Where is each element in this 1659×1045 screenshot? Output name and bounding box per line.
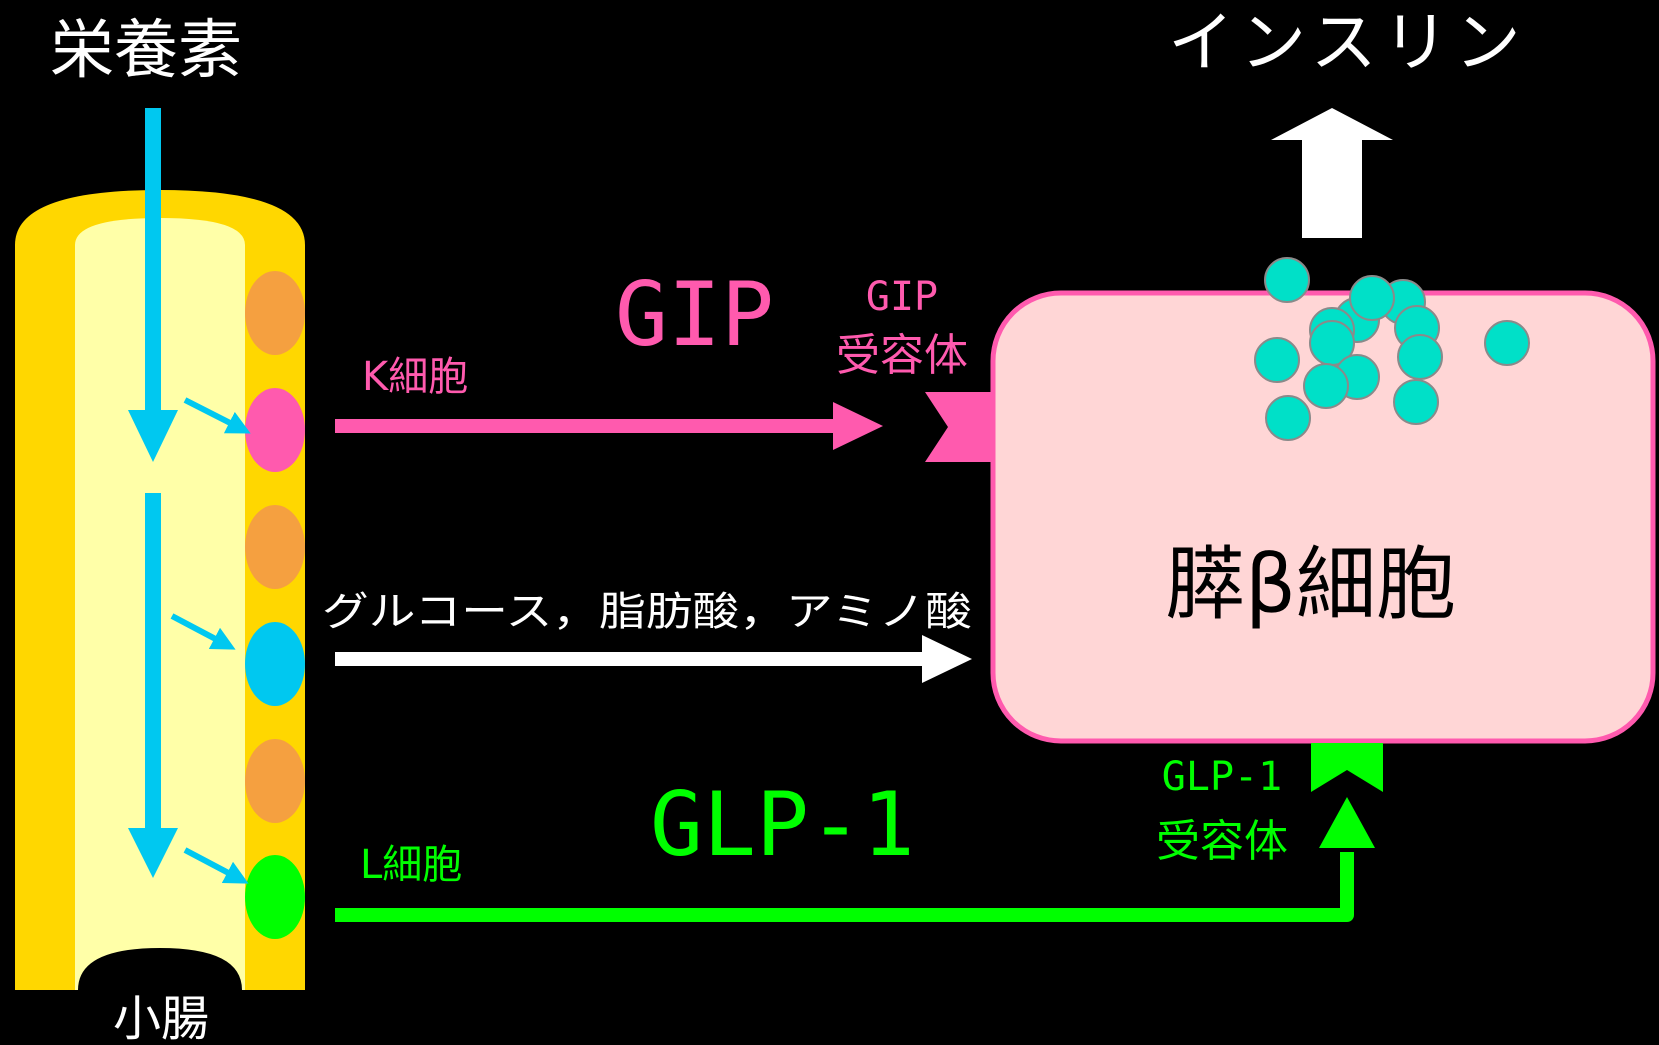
insulin-label: インスリン <box>1168 4 1527 81</box>
glp1-receptor <box>1311 743 1383 792</box>
epithelial-cell-orange-1 <box>245 271 305 355</box>
nutrients-label: 栄養素 <box>50 14 242 88</box>
nutrient-arrowhead-1 <box>128 410 178 462</box>
nutrient-arrowhead <box>922 635 972 683</box>
k-cell <box>245 388 305 472</box>
gip-pathway <box>335 392 996 462</box>
nutrient-list-label: グルコース，脂肪酸，アミノ酸 <box>322 589 972 635</box>
intestine-opening <box>78 948 242 990</box>
beta-cell-box <box>990 290 1656 744</box>
small-intestine-label: 小腸 <box>113 991 209 1045</box>
nutrient-arrow-shaft <box>335 652 930 666</box>
epithelial-cell-orange-2 <box>245 505 305 589</box>
glp1-arrow-line <box>335 852 1354 922</box>
gip-receptor-label-2: 受容体 <box>836 330 968 381</box>
nutrient-direct-pathway <box>335 635 972 683</box>
epithelial-cell-blue <box>245 622 305 706</box>
glp1-arrowhead <box>1319 797 1375 848</box>
arrow-to-k-cell <box>183 397 251 434</box>
epithelial-cell-orange-3 <box>245 739 305 823</box>
up-arrow-icon <box>1271 108 1393 238</box>
k-cell-label: K細胞 <box>362 354 468 400</box>
glp1-title: GLP-1 <box>650 773 915 876</box>
gip-receptor-label-1: GIP <box>866 274 938 320</box>
gip-arrowhead <box>833 402 883 450</box>
insulin-granule-icon <box>1254 257 1530 441</box>
glp1-pathway <box>335 743 1383 922</box>
nutrient-arrowhead-2 <box>128 828 178 878</box>
glp1-receptor-label-2: 受容体 <box>1156 816 1288 867</box>
l-cell <box>245 855 305 939</box>
l-cell-label: L細胞 <box>360 842 462 888</box>
arrow-to-blue-cell <box>170 613 236 650</box>
nutrient-flow <box>128 108 251 884</box>
glp1-receptor-label-1: GLP-1 <box>1162 754 1282 800</box>
gip-arrow-shaft <box>335 419 845 433</box>
beta-cell-label: 膵β細胞 <box>1165 538 1456 631</box>
arrow-to-l-cell <box>183 847 249 884</box>
gip-title: GIP <box>615 263 774 366</box>
gip-receptor <box>925 392 996 462</box>
